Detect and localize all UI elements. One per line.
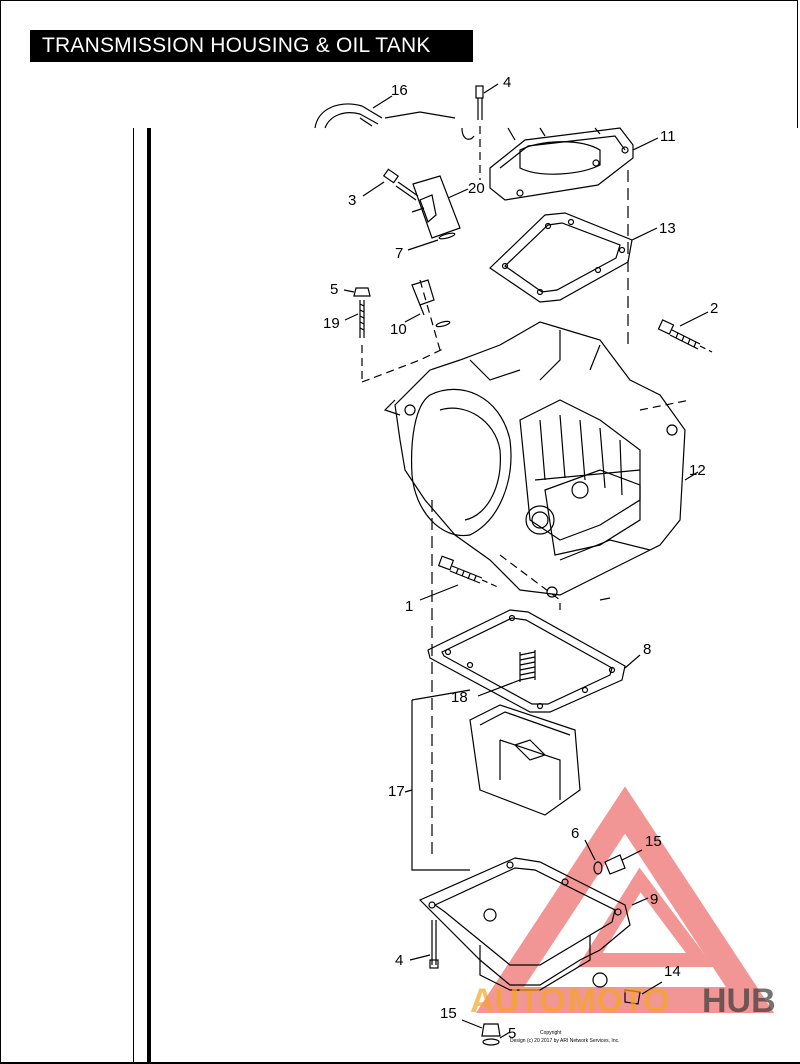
column-divider-thin [133,128,134,1064]
left-border [0,128,1,1064]
callout-16: 16 [391,82,408,99]
part-8-lower-gasket [427,609,641,713]
copyright-line-1: Copyright [540,1030,562,1036]
part-5-oring-bottom [482,1031,511,1046]
callout-17: 17 [388,783,405,800]
callout-3: 3 [348,192,356,209]
part-7-oring [407,232,456,251]
callout-18: 18 [451,689,468,706]
callout-20: 20 [468,180,485,197]
part-12-transmission-housing [383,170,699,860]
callout-5-bottom: 5 [508,1025,516,1042]
watermark-auto: AUTO [470,982,566,1020]
part-11-top-cover [489,127,659,201]
callout-12: 12 [689,462,706,479]
bottom-border [0,1062,800,1064]
part-14-nut [624,981,663,1005]
part-3-bolt [362,168,419,201]
callout-6: 6 [571,825,579,842]
part-20-sensor-box [411,175,469,239]
part-10-switch [404,279,451,351]
part-16-breather-hose [314,95,456,129]
callout-10: 10 [390,321,407,338]
part-9-oil-pan [418,857,649,991]
page-frame [0,0,798,128]
part-6-oring [584,839,603,875]
callout-14: 14 [664,963,681,980]
callout-15-right: 15 [645,833,662,850]
watermark-text: AUTO MOTO HUB [470,982,776,1020]
watermark-hub: HUB [702,982,776,1020]
callout-15-bottom: 15 [440,1005,457,1022]
part-13-gasket [489,212,658,303]
part-15-plug-bottom [461,1019,501,1037]
callout-19: 19 [323,315,340,332]
callout-5-top: 5 [330,281,338,298]
part-19-stud [344,300,365,382]
watermark-moto: MOTO [568,982,669,1020]
part-15-plug-right [604,849,643,875]
part-4-bolt-top [461,83,499,180]
callout-11: 11 [660,128,676,145]
callout-2: 2 [710,300,718,317]
copyright-line-2: Design (c) 20 2017 by ARI Network Servic… [510,1038,620,1044]
part-4-bolt-bottom [409,920,439,969]
part-18-spring [477,650,536,697]
page-title: TRANSMISSION HOUSING & OIL TANK [30,30,473,62]
part-1-bolt [419,554,561,610]
part-5-nut-top [343,287,371,297]
callout-4-top: 4 [503,74,511,91]
part-2-bolt [657,311,713,353]
callout-9: 9 [650,891,658,908]
part-17-screen [404,689,581,871]
callout-8: 8 [643,641,651,658]
callout-7: 7 [395,245,403,262]
column-divider-thick [147,128,151,1064]
callout-1: 1 [405,598,413,615]
callout-13: 13 [659,220,676,237]
callout-4-bottom: 4 [395,952,403,969]
